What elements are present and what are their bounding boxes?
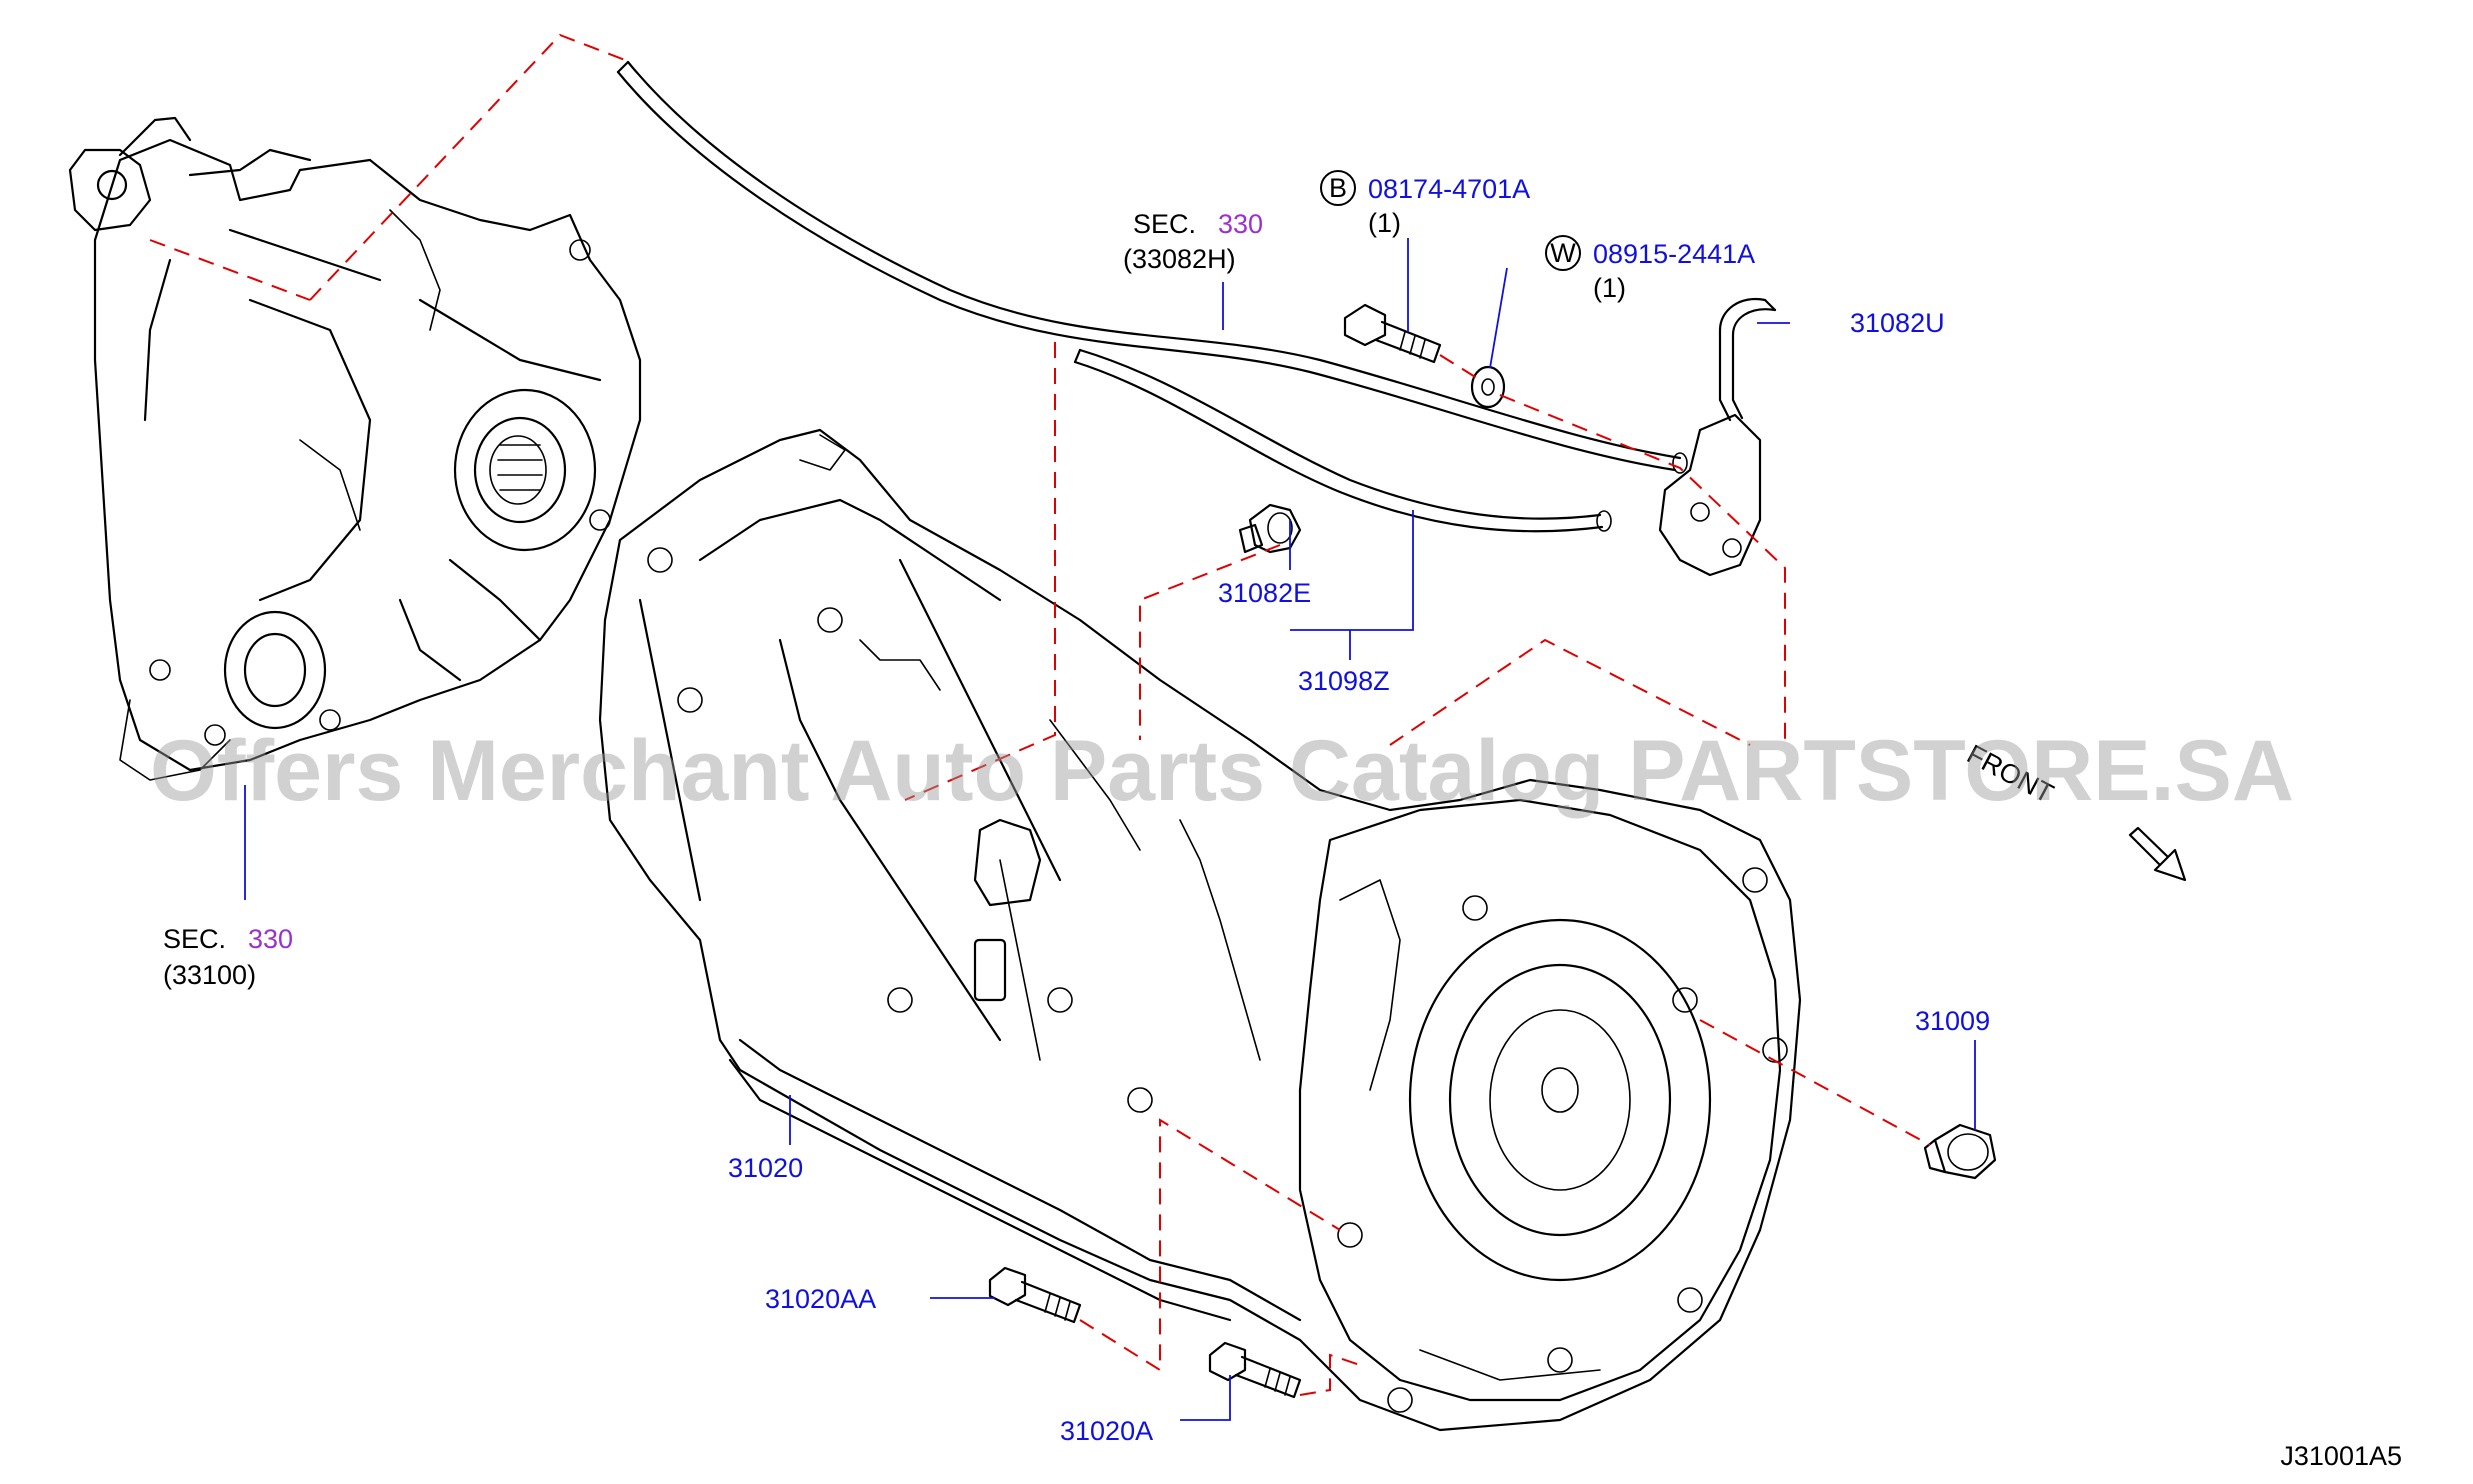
sec-ref-left-number[interactable]: 330 <box>248 924 293 954</box>
callout-b-symbol: B <box>1329 173 1347 203</box>
bolt-31020a-drawing <box>1208 1341 1302 1399</box>
part-label-31082e[interactable]: 31082E <box>1218 578 1311 608</box>
transfer-case-drawing <box>68 116 642 781</box>
sec-ref-top-prefix: SEC. <box>1133 209 1196 239</box>
sec-ref-left-sub: (33100) <box>163 960 256 990</box>
leader-lines <box>244 238 1976 1421</box>
clip-31082e-drawing <box>1238 503 1302 554</box>
part-label-08174-4701a[interactable]: 08174-4701A <box>1368 174 1530 204</box>
part-label-08915-2441a[interactable]: 08915-2441A <box>1593 239 1755 269</box>
bolt-31020aa-drawing <box>988 1266 1082 1324</box>
watermark-text: Offers Merchant Auto Parts Catalog PARTS… <box>150 723 2294 819</box>
callout-w-symbol: W <box>1550 238 1576 268</box>
front-direction-arrow <box>2128 826 2187 882</box>
part-label-31020aa[interactable]: 31020AA <box>765 1284 876 1314</box>
diagram-code: J31001A5 <box>2280 1441 2402 1471</box>
bolt-08174-drawing <box>1343 303 1442 364</box>
part-label-31020a[interactable]: 31020A <box>1060 1416 1153 1446</box>
qty-08915-2441a: (1) <box>1593 273 1626 303</box>
breather-hose-drawing <box>616 60 1688 533</box>
sec-ref-left-prefix: SEC. <box>163 924 226 954</box>
part-label-31020[interactable]: 31020 <box>728 1153 803 1183</box>
callout-w-circle <box>1545 235 1581 271</box>
part-label-31082u[interactable]: 31082U <box>1850 308 1945 338</box>
sec-ref-top-number[interactable]: 330 <box>1218 209 1263 239</box>
transmission-drawing <box>598 428 1802 1432</box>
bracket-31082u-drawing <box>1658 297 1777 577</box>
qty-08174-4701a: (1) <box>1368 208 1401 238</box>
part-label-31098z[interactable]: 31098Z <box>1298 666 1390 696</box>
bolt-31009-drawing <box>1923 1123 1997 1180</box>
assembly-guide-lines <box>149 33 1931 1396</box>
callout-b-circle <box>1320 170 1356 206</box>
part-label-31009[interactable]: 31009 <box>1915 1006 1990 1036</box>
washer-08915-drawing <box>1470 365 1506 409</box>
sec-ref-top-sub: (33082H) <box>1123 244 1236 274</box>
